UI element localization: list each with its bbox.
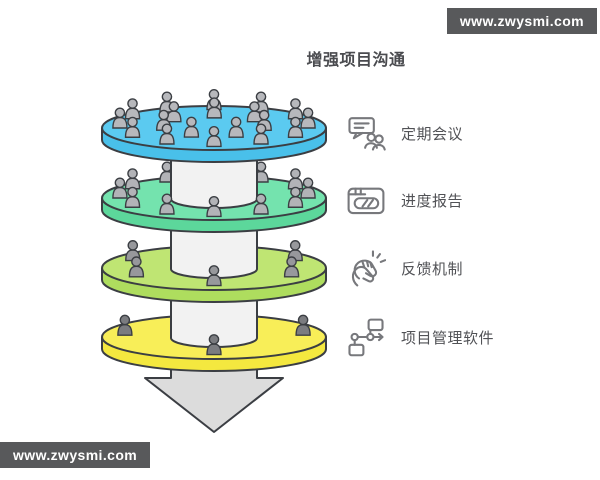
person-figure xyxy=(246,101,263,123)
legend: 定期会议 进度报告 反馈机制 xyxy=(346,100,566,400)
person-figure xyxy=(295,314,311,336)
flowchart-icon xyxy=(348,318,384,357)
legend-item-feedback-mechanism: 反馈机制 xyxy=(346,246,463,290)
legend-label: 定期会议 xyxy=(401,125,464,143)
person-figure xyxy=(287,186,304,208)
legend-item-project-management-software: 项目管理软件 xyxy=(346,315,494,359)
person-figure xyxy=(124,116,141,138)
person-figure xyxy=(206,97,222,119)
person-figure xyxy=(206,334,222,356)
person-figure xyxy=(124,98,141,120)
legend-label: 进度报告 xyxy=(401,192,464,210)
person-figure xyxy=(112,177,128,199)
person-figure xyxy=(124,186,141,208)
person-figure xyxy=(253,193,269,215)
person-figure xyxy=(287,116,304,138)
person-figure xyxy=(300,177,316,199)
page-title: 增强项目沟通 xyxy=(306,52,406,69)
person-figure xyxy=(117,314,133,336)
person-figure xyxy=(159,193,175,215)
person-figure xyxy=(124,168,141,190)
funnel-layer-1 xyxy=(101,89,327,163)
person-figure xyxy=(283,256,300,278)
funnel-layer-3 xyxy=(101,202,327,303)
person-figure xyxy=(159,123,175,145)
funnel-layer-2 xyxy=(101,132,327,233)
legend-label: 项目管理软件 xyxy=(401,329,495,347)
meeting-chat-icon xyxy=(348,117,386,151)
legend-label: 反馈机制 xyxy=(401,260,464,278)
person-figure xyxy=(183,116,200,138)
person-figure xyxy=(253,123,269,145)
person-figure xyxy=(287,98,304,120)
person-figure xyxy=(206,125,222,148)
person-figure xyxy=(125,240,141,262)
watermark-bottom-left: www.zwysmi.com xyxy=(0,442,151,468)
legend-item-regular-meetings: 定期会议 xyxy=(346,111,463,155)
person-figure xyxy=(112,107,128,129)
person-figure xyxy=(300,107,316,129)
person-figure xyxy=(206,265,222,287)
progress-report-icon xyxy=(347,187,385,215)
person-figure xyxy=(287,168,304,190)
clapping-hands-icon xyxy=(351,250,386,287)
legend-item-progress-report: 进度报告 xyxy=(346,178,463,222)
person-figure xyxy=(206,195,222,218)
person-figure xyxy=(128,256,145,278)
person-figure xyxy=(228,116,244,138)
watermark-top-right: www.zwysmi.com xyxy=(446,8,597,34)
